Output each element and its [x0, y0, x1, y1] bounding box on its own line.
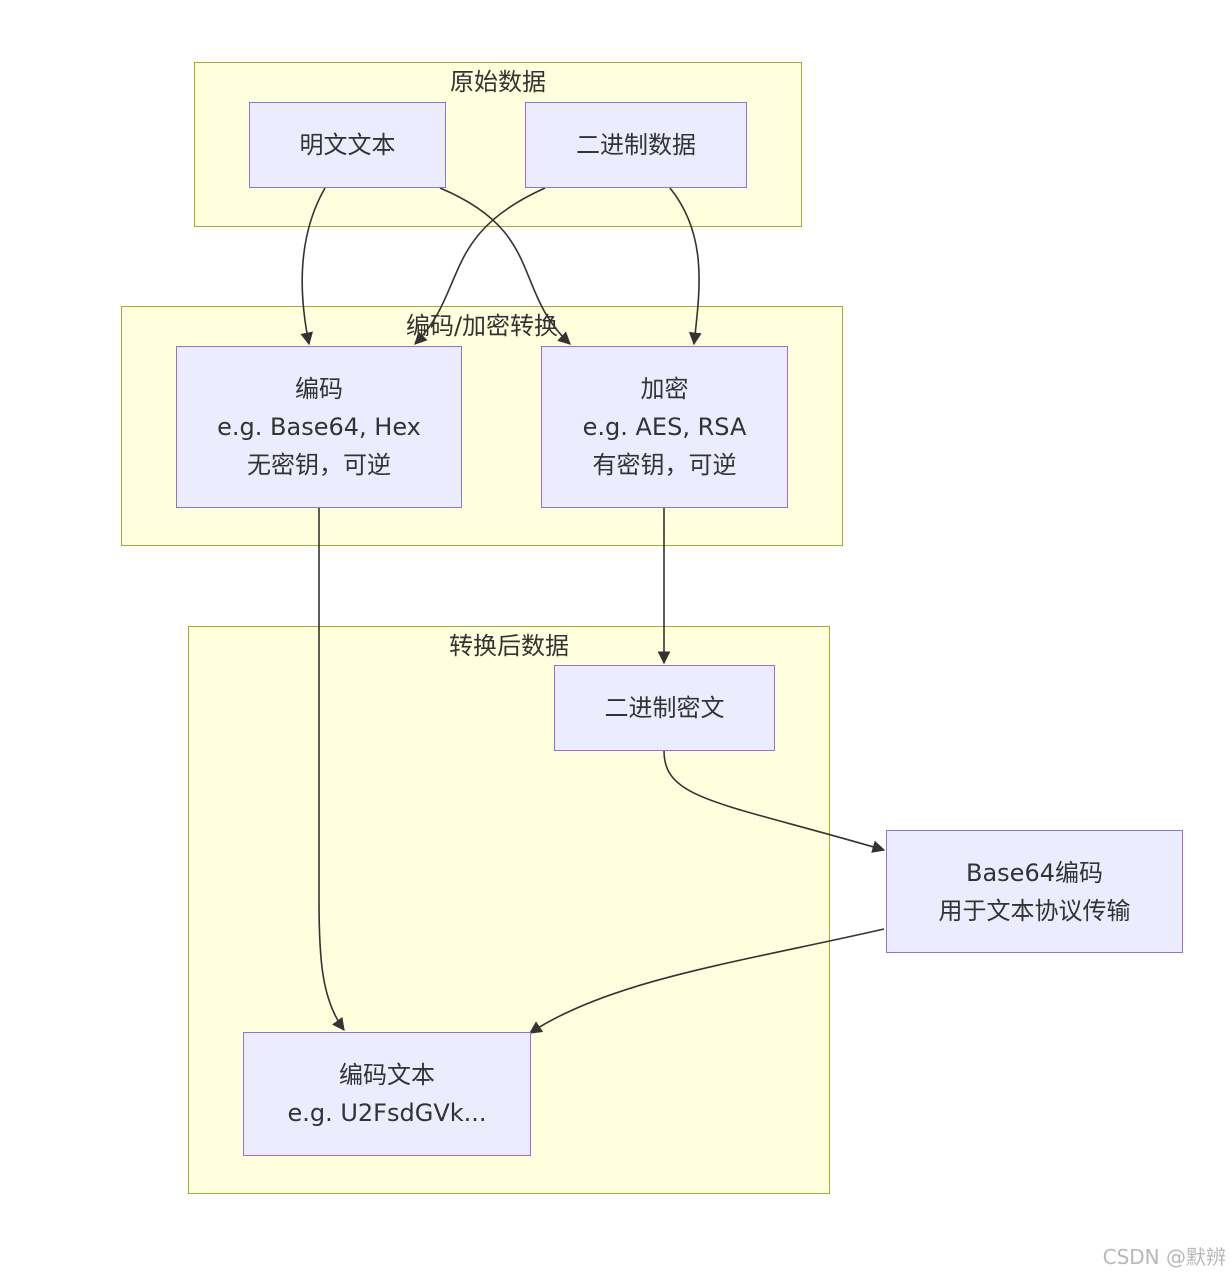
watermark: CSDN @默辨	[1102, 1245, 1226, 1269]
cluster-title-result: 转换后数据	[449, 632, 569, 660]
node-encode-line-2: e.g. Base64, Hex	[217, 413, 421, 441]
node-encode: 编码 e.g. Base64, Hex 无密钥，可逆	[176, 346, 462, 508]
node-encoded-text-line-2: e.g. U2FsdGVk...	[287, 1099, 487, 1127]
node-encrypt-line-2: e.g. AES, RSA	[582, 413, 747, 441]
node-base64-encoding-line-2: 用于文本协议传输	[938, 896, 1131, 925]
node-base64-encoding-line-1: Base64编码	[966, 858, 1103, 887]
node-encrypt-line-3: 有密钥，可逆	[592, 451, 737, 479]
node-encoded-text: 编码文本 e.g. U2FsdGVk...	[243, 1032, 531, 1156]
node-encode-line-3: 无密钥，可逆	[247, 451, 391, 479]
edge-cipher-to-base64	[663, 750, 886, 853]
edge-binary-to-encode	[414, 187, 546, 345]
node-plaintext-line-1: 明文文本	[299, 131, 396, 159]
node-binary-data: 二进制数据	[525, 102, 747, 188]
node-binary-ciphertext: 二进制密文	[554, 665, 775, 751]
node-encode-line-1: 编码	[295, 375, 343, 403]
edge-binary-to-encrypt	[669, 187, 702, 346]
node-encrypt: 加密 e.g. AES, RSA 有密钥，可逆	[541, 346, 788, 508]
node-plaintext: 明文文本	[249, 102, 446, 188]
node-encoded-text-line-1: 编码文本	[339, 1061, 435, 1089]
edge-plaintext-to-encode	[300, 187, 326, 346]
node-base64-encoding: Base64编码 用于文本协议传输	[886, 830, 1183, 953]
cluster-title-raw-data: 原始数据	[450, 68, 546, 96]
edge-plaintext-to-encrypt	[439, 187, 571, 345]
edge-base64-to-encoded-text	[528, 928, 885, 1034]
cluster-title-transform: 编码/加密转换	[405, 312, 559, 340]
node-binary-data-line-1: 二进制数据	[576, 131, 696, 159]
edge-encode-to-encoded-text	[318, 508, 345, 1032]
node-encrypt-line-1: 加密	[640, 375, 689, 403]
node-binary-ciphertext-line-1: 二进制密文	[604, 694, 725, 722]
